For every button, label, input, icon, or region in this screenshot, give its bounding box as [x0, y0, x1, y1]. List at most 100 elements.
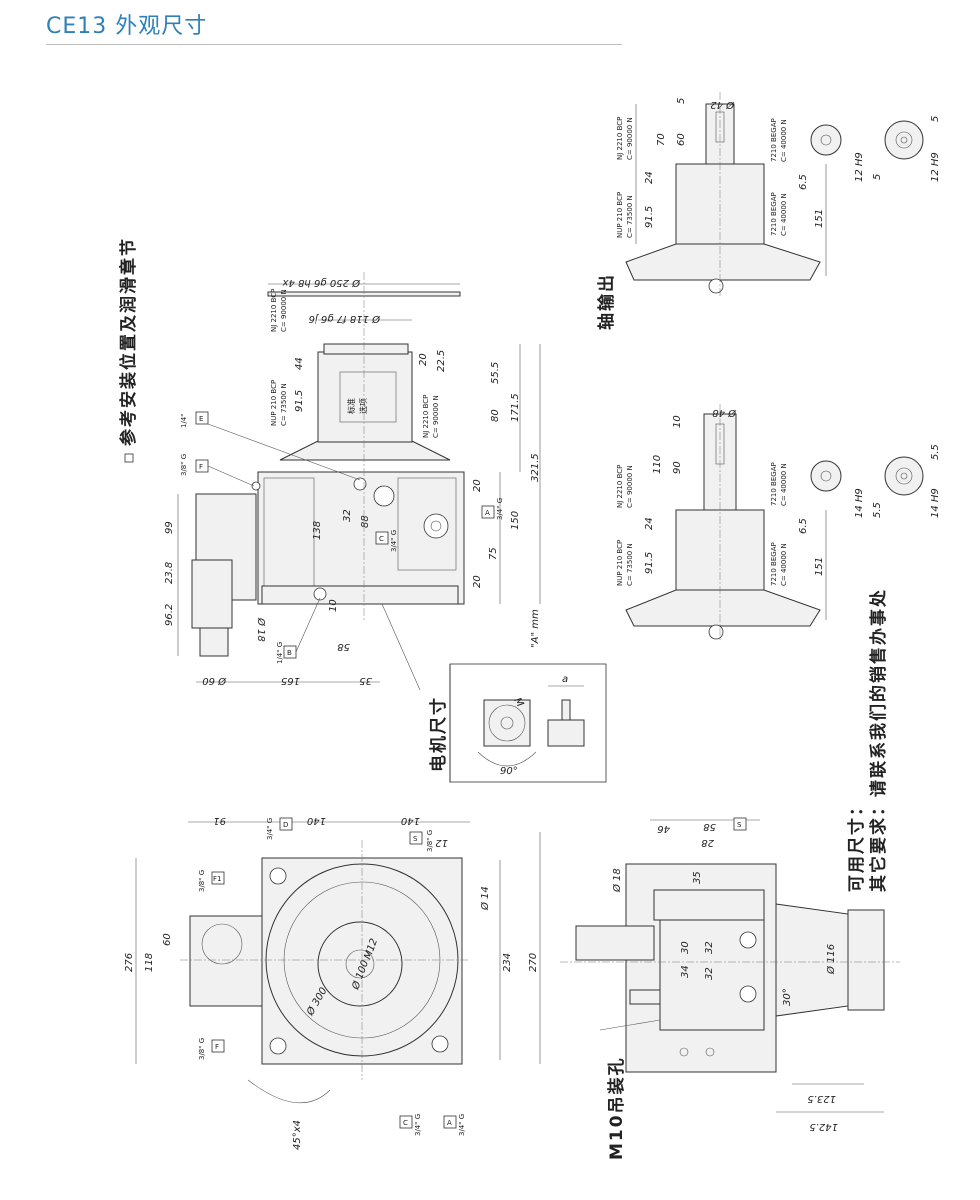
shaft1-dim-70: 70: [656, 133, 667, 146]
top-port-d-box: [279, 817, 293, 831]
port-b-letter: B: [287, 649, 292, 657]
port-b-circle: [313, 587, 327, 601]
bearing-2-type: NUP 210 BCP: [270, 380, 278, 426]
bearing-3-type: NJ 2210 BCP: [422, 395, 430, 438]
motor-arc-90: [477, 751, 537, 767]
dim-a-mm: "A" mm: [530, 609, 541, 648]
dim-d60: Ø 60: [202, 675, 227, 687]
motor-cap: [199, 627, 229, 657]
bearing-1-type: NJ 2210 BCP: [270, 289, 278, 332]
motor-side-shaft: [561, 699, 571, 721]
right-gear-chamber: [397, 477, 457, 571]
shaft1-brg2-c: C= 73500 N: [626, 195, 634, 238]
shaft2-drain-plug: [708, 624, 724, 640]
top-port-f1-box: [211, 871, 225, 885]
port-c-box: [375, 531, 389, 545]
dim-1715: 171.5: [510, 393, 521, 422]
motor-shaft-circle: [500, 716, 514, 730]
front-top-chamber: [653, 889, 765, 921]
dim-555: 55.5: [490, 362, 501, 384]
front-dim-32a: 32: [704, 941, 715, 954]
shaft2-brg4-c: C= 40000 N: [780, 543, 788, 586]
front-bolt-1: [739, 931, 757, 949]
shaft2-dim-90: 90: [672, 461, 683, 474]
side-view: [177, 272, 541, 691]
top-dim-d14: Ø 14: [479, 886, 491, 911]
top-port-a-letter: A: [447, 1119, 452, 1127]
dim-75: 75: [488, 547, 499, 560]
top-mount-hole-3: [431, 1035, 449, 1053]
front-bolt-2: [739, 985, 757, 1003]
title-divider: [46, 44, 622, 45]
top-motor-block: [189, 915, 263, 1007]
top-dim-234: 234: [502, 953, 513, 972]
motor-inset: a M 90°: [449, 663, 607, 783]
output-housing: [317, 351, 413, 443]
dim-225: 22.5: [436, 350, 447, 372]
shaft-view-2: [625, 404, 924, 642]
front-view-text: 46 58 28 Ø 18 35 30 32 34 32 Ø 116 30° 1…: [611, 821, 838, 1132]
shaft-view-1: [625, 92, 924, 296]
shaft2-end-view-a: [810, 460, 842, 492]
dim-32: 32: [342, 509, 353, 522]
top-mount-hole-1: [269, 1037, 287, 1055]
top-dim-91: 91: [213, 815, 226, 826]
top-port-s-letter: S: [413, 835, 418, 843]
shaft2-brg4: 7210 BEGAP: [770, 542, 778, 586]
motor-side-body: [547, 719, 585, 747]
dim-250: Ø 250 g6 h8 4x: [283, 277, 361, 289]
front-dim-30: 30: [680, 941, 691, 954]
port-e-size: 1/4": [180, 414, 188, 429]
top-port-f-size: 3/8" G: [198, 1038, 206, 1060]
available-sizes-label: 可用尺寸：: [846, 797, 867, 892]
shaft2-dim-55-a: 5.5: [872, 502, 883, 518]
dim-165: 165: [281, 675, 300, 686]
shaft1-brg3-c: C= 40000 N: [780, 119, 788, 162]
front-dim-46: 46: [657, 823, 670, 834]
shaft1-dim-24: 24: [644, 171, 655, 184]
motor-flange-square: [483, 699, 531, 747]
motor-flange-circle: [488, 704, 526, 742]
port-f-letter: F: [199, 463, 203, 471]
shaft2-end-view-b-inner: [895, 467, 913, 485]
port-c-letter: C: [379, 535, 384, 543]
shaft1-end-view-b-hole: [900, 136, 908, 144]
top-dim-12: 12: [435, 837, 448, 848]
shaft-output-label: 轴输出: [596, 273, 617, 330]
base-plate: [261, 585, 459, 605]
front-port-1: [679, 1047, 689, 1057]
leader-a-mm: [381, 603, 421, 691]
top-dim-140a: 140: [307, 815, 326, 826]
front-dim-30deg: 30°: [782, 988, 793, 1006]
top-output-disk: [317, 921, 403, 1007]
top-mount-hole-2: [269, 867, 287, 885]
port-a-circle: [423, 513, 449, 539]
top-view: [135, 817, 541, 1129]
top-dim-60: 60: [162, 933, 173, 946]
side-view-text: Ø 250 g6 h8 4x Ø 118 f7 g6 j6 20 22.5 55…: [164, 277, 541, 687]
motor-dim-90: 90°: [500, 766, 518, 777]
dim-58: 58: [337, 641, 350, 652]
page-title: CE13 外观尺寸: [46, 14, 208, 39]
port-e-box: [195, 411, 209, 425]
top-port-s-size: 3/8" G: [426, 830, 434, 852]
front-output-flange: [847, 909, 885, 1011]
shaft1-dim-5: 5: [676, 98, 687, 104]
shaft1-brg4-c: C= 40000 N: [780, 193, 788, 236]
top-port-d-letter: D: [283, 821, 288, 829]
std-label: 标准: [346, 398, 356, 414]
top-dim-118: 118: [144, 953, 155, 972]
front-dim-28: 28: [701, 837, 714, 848]
shaft1-dim-5-a: 5: [872, 174, 883, 180]
motor-lower: [191, 559, 233, 629]
shaft1-dim-d42: Ø 42: [710, 99, 735, 111]
top-port-f1-letter: F1: [213, 875, 221, 883]
shaft1-brg1: NJ 2210 BCP: [616, 117, 624, 160]
top-port-c-letter: C: [403, 1119, 408, 1127]
front-dim-35: 35: [692, 871, 703, 884]
dim-20a: 20: [418, 353, 429, 366]
top-dim-270: 270: [528, 953, 539, 972]
top-arc-45: [247, 1079, 331, 1104]
top-port-s-box: [409, 831, 423, 845]
